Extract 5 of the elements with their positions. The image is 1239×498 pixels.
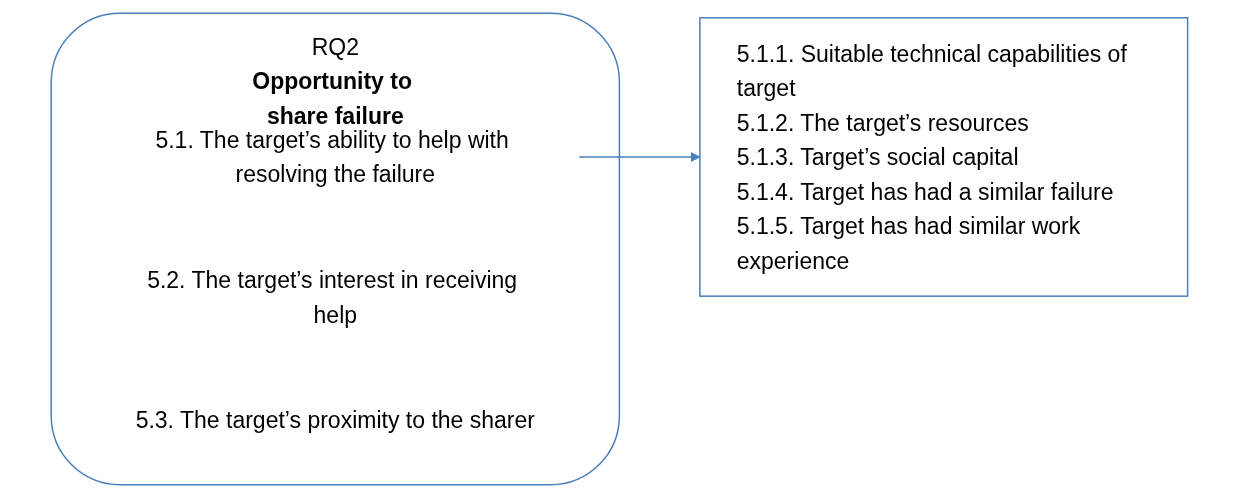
node-box: 5.1.1. Suitable technical capabilities of target 5.1.2. The target’s resources 5.1.3. Target’s social capital 5.1.4. Target has had a similar failure 5.1.5. Target has had similar work experience bbox=[699, 17, 1189, 297]
node-text: 5.2. The target’s interest in receiving help bbox=[147, 267, 518, 328]
node-text: 5.3. The target’s proximity to the sharer bbox=[135, 407, 536, 434]
arrow bbox=[578, 151, 701, 163]
node-text: 5.1. The target’s ability to help with resolving the failure bbox=[155, 127, 509, 187]
